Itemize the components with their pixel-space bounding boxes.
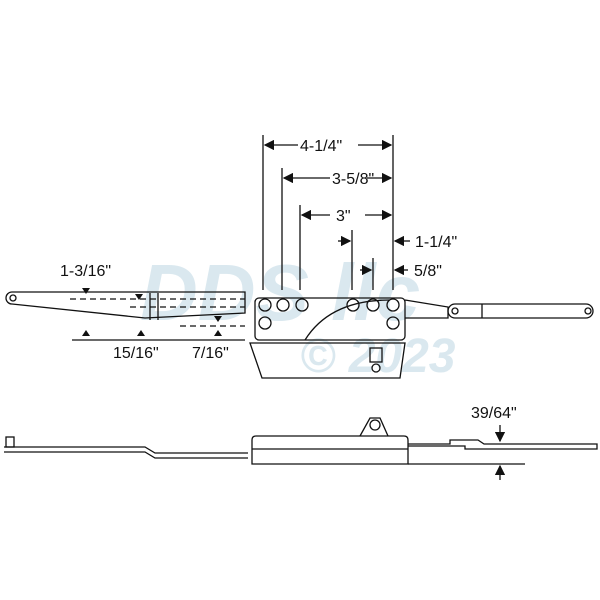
reference-arrows [82,288,222,336]
dimension-lines [263,139,410,276]
dim-7-16: 7/16" [192,345,229,362]
extension-lines [262,135,394,290]
left-arm [5,291,246,341]
watermark-year: © 2023 [300,330,456,383]
operator-body [249,297,406,379]
dim-3: 3" [336,208,351,225]
dim-3-5-8: 3-5/8" [332,171,374,188]
dim-4-1-4: 4-1/4" [300,138,342,155]
dim-15-16: 15/16" [113,345,159,362]
side-view [4,417,598,480]
dim-5-8: 5/8" [414,263,442,280]
dim-1-1-4: 1-1/4" [415,234,457,251]
dim-39-64: 39/64" [471,405,517,422]
right-arm [404,299,594,319]
dim-1-3-16: 1-3/16" [60,263,111,280]
